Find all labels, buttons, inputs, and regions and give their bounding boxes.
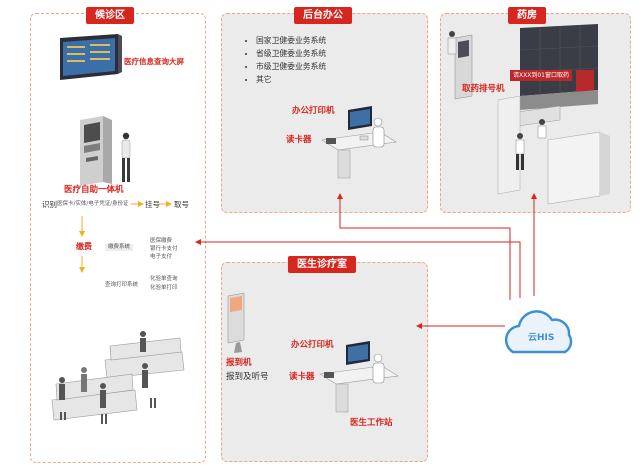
pay-option-2: 银行卡支付 bbox=[150, 246, 178, 252]
connector-lines bbox=[195, 193, 537, 329]
pharmacy-title: 药房 bbox=[508, 7, 546, 24]
query-screen-illustration bbox=[60, 34, 122, 80]
system-item: 国家卫健委业务系统 bbox=[256, 34, 326, 47]
pharmacy-screen-text: 请XXX到01窗口取药 bbox=[510, 70, 572, 81]
pay-option-1: 医保缴费 bbox=[150, 238, 173, 244]
pay-label: 缴费 bbox=[76, 242, 92, 251]
waiting-area-title: 候诊区 bbox=[86, 7, 134, 24]
identify-sublabel: 医保卡/实体/电子凭证/身份证 bbox=[57, 201, 129, 207]
print-option-1: 化验单查询 bbox=[150, 276, 178, 282]
cloud-icon bbox=[504, 310, 573, 354]
clinic-title: 医生诊疗室 bbox=[288, 256, 356, 273]
waiting-people-illustration bbox=[59, 331, 156, 424]
flow-arrows bbox=[79, 201, 172, 273]
clinic-card-reader-label: 读卡器 bbox=[289, 372, 315, 382]
kiosk-illustration bbox=[80, 116, 131, 186]
system-item: 其它 bbox=[256, 73, 326, 86]
print-option-2: 化验单打印 bbox=[150, 285, 178, 291]
waiting-chairs-illustration bbox=[51, 337, 185, 421]
backoffice-printer-label: 办公打印机 bbox=[292, 106, 335, 116]
print-system-label: 查询打印系统 bbox=[105, 282, 139, 288]
pay-system-label: 缴费系统 bbox=[105, 244, 134, 251]
connector-to-backoffice bbox=[337, 193, 511, 300]
checkin-kiosk-label: 报到机 bbox=[226, 358, 252, 368]
clinic-desk-illustration bbox=[319, 341, 399, 413]
backoffice-system-list: 国家卫健委业务系统 省级卫健委业务系统 市级卫健委业务系统 其它 bbox=[244, 34, 326, 86]
system-item: 省级卫健委业务系统 bbox=[256, 47, 326, 60]
pay-option-3: 电子支付 bbox=[150, 254, 173, 260]
kiosk-label: 医疗自助一体机 bbox=[64, 185, 124, 195]
queue-machine-label: 取药排号机 bbox=[462, 84, 505, 94]
backoffice-panel bbox=[221, 13, 428, 213]
cloud-his-label: 云HIS bbox=[528, 333, 555, 343]
connector-to-waiting bbox=[195, 239, 521, 298]
clinic-panel bbox=[221, 262, 428, 462]
query-screen-label: 医疗信息查询大屏 bbox=[124, 57, 184, 66]
backoffice-desk-illustration bbox=[321, 106, 397, 179]
system-item: 市级卫健委业务系统 bbox=[256, 60, 326, 73]
pharmacy-cabinet-illustration bbox=[497, 24, 610, 205]
backoffice-title: 后台办公 bbox=[294, 7, 352, 24]
register-label: 挂号 bbox=[145, 200, 160, 209]
take-number-label: 取号 bbox=[174, 200, 189, 209]
checkin-sub-label: 报到及听号 bbox=[226, 372, 269, 382]
queue-machine-illustration bbox=[447, 31, 473, 100]
workstation-label: 医生工作站 bbox=[350, 418, 393, 428]
backoffice-card-reader-label: 读卡器 bbox=[286, 135, 312, 145]
identify-label: 识别 bbox=[42, 200, 57, 209]
clinic-printer-label: 办公打印机 bbox=[291, 340, 334, 350]
checkin-kiosk-illustration bbox=[227, 292, 245, 353]
